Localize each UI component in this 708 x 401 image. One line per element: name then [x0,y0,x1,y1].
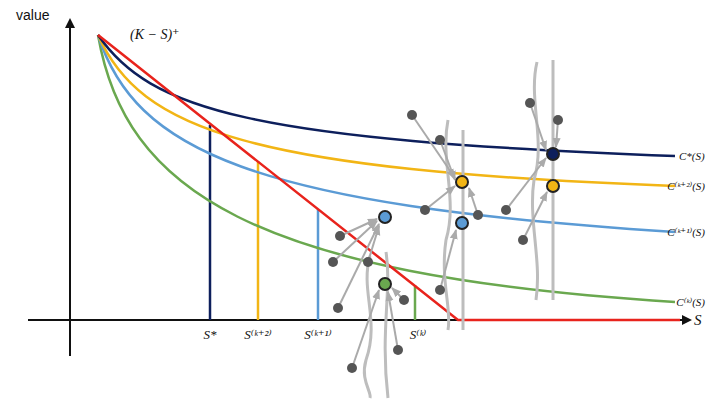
curve-label: C⁽ᵏ⁺¹⁾(S) [667,226,705,238]
curve-label: C*(S) [679,150,705,162]
axis-label: value [16,8,49,23]
axis-label: S [694,312,702,329]
curve-label: C⁽ᵏ⁾(S) [676,296,705,308]
threshold-label: S* [204,328,217,342]
threshold-label: S⁽ᵏ⁾ [410,328,427,342]
curve-label: C⁽ᵏ⁺²⁾(S) [667,180,705,192]
payoff-label: (K − S)⁺ [130,27,180,42]
threshold-label: S⁽ᵏ⁺²⁾ [244,328,271,342]
threshold-label: S⁽ᵏ⁺¹⁾ [304,328,331,342]
